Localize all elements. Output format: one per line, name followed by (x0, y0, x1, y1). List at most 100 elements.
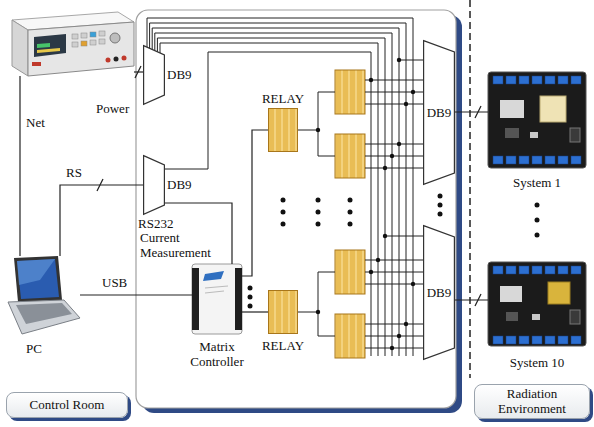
matrix-controller-illustration (192, 268, 199, 330)
connector-line (60, 185, 143, 256)
system-board-illustration (506, 312, 518, 321)
terminal-block (558, 76, 568, 84)
terminal-block (532, 266, 542, 274)
power-supply-illustration (72, 34, 78, 39)
connector-line (242, 130, 268, 276)
relay-symbol (335, 314, 365, 358)
connector-outline (144, 156, 165, 215)
system-board-illustration (500, 100, 524, 118)
system-board-illustration (505, 128, 519, 138)
system-board-illustration (488, 72, 586, 168)
junction-dot (383, 166, 387, 170)
bus-wire (365, 324, 423, 325)
bus-wire (365, 260, 423, 261)
bus-wire (365, 336, 423, 337)
matrix-controller-illustration (192, 264, 242, 334)
terminal-block (571, 266, 581, 274)
terminal-block (571, 76, 581, 84)
node-label: Radiation Environment (479, 387, 585, 416)
db9-connector: DB9 (143, 45, 195, 105)
terminal-block (532, 336, 542, 344)
node-label: DB9 (167, 68, 192, 83)
bus-wire (318, 272, 319, 336)
bus-wire (155, 33, 392, 356)
node-label: Control Room (30, 398, 105, 413)
matrix-controller-illustration (235, 268, 242, 330)
matrix-controller: Matrix Controller (192, 264, 242, 334)
ellipsis-dot (348, 198, 353, 203)
annotation-label: RS232 (138, 217, 173, 232)
node-label: DB9 (427, 105, 452, 120)
bus-wire (147, 18, 413, 356)
terminal-block (545, 336, 555, 344)
junction-dot (390, 346, 394, 350)
db9-connector: DB9 (423, 225, 455, 360)
node-label: DB9 (167, 178, 192, 193)
ellipsis-dot (248, 304, 253, 309)
system-board-illustration (530, 132, 538, 138)
bus-wire (365, 144, 423, 145)
region-label: Control Room (6, 392, 128, 418)
boundary-dashed-line (469, 0, 471, 378)
bus-wire (157, 38, 385, 356)
bus-wire (365, 104, 423, 105)
relay-symbol (335, 250, 365, 294)
ellipsis-dot (438, 203, 443, 208)
system-board-illustration (500, 286, 522, 302)
edge-label: USB (100, 276, 129, 290)
system-board-illustration (570, 310, 580, 324)
terminal-block (493, 266, 503, 274)
connector-shape (143, 155, 165, 215)
control-panel (136, 10, 456, 408)
bus-wire (165, 203, 195, 204)
bus-wire (399, 60, 423, 61)
system-board-illustration (548, 282, 570, 304)
db9-connector: DB9 (143, 155, 195, 215)
terminal-block (493, 336, 503, 344)
matrix-controller-illustration (205, 291, 224, 293)
junction-dot (316, 310, 320, 314)
terminal-block (558, 156, 568, 164)
system-board-illustration (540, 96, 566, 122)
ellipsis-dot (316, 210, 321, 215)
terminal-block (545, 76, 555, 84)
power-supply-illustration (99, 31, 105, 36)
bus-wire (298, 130, 318, 131)
terminal-block (493, 156, 503, 164)
system-board-illustration (570, 128, 580, 142)
connector-outline (424, 41, 455, 185)
bus-wire (318, 92, 335, 93)
bus-wire (318, 336, 335, 337)
ellipsis-dot (248, 286, 253, 291)
boundary-dashed-line (470, 0, 471, 378)
laptop-illustration (17, 259, 55, 285)
terminal-block (571, 156, 581, 164)
junction-dot (316, 128, 320, 132)
terminal-block (558, 266, 568, 274)
ellipsis-dot (348, 210, 353, 215)
power-supply-illustration (34, 34, 66, 57)
power-supply-illustration (12, 12, 134, 76)
power-supply-illustration (122, 56, 127, 61)
node-label: Matrix Controller (177, 340, 257, 370)
ellipsis-dot (348, 222, 353, 227)
junction-dot (397, 58, 401, 62)
relay-illustration (335, 70, 365, 358)
annotation-label: Current Measurement (140, 231, 226, 261)
control-panel (136, 10, 462, 413)
system-board-illustration (488, 72, 586, 168)
terminal-block (506, 266, 516, 274)
terminal-block (506, 156, 516, 164)
terminal-block (558, 336, 568, 344)
terminal-block (545, 156, 555, 164)
power-supply-illustration (81, 33, 87, 38)
region-label: Radiation Environment (474, 384, 590, 419)
db9-connector: DB9 (423, 40, 455, 185)
matrix-controller-illustration (205, 286, 228, 288)
edge-label: Net (24, 116, 47, 130)
power-supply-illustration (37, 48, 60, 53)
relay-symbol (335, 70, 365, 114)
